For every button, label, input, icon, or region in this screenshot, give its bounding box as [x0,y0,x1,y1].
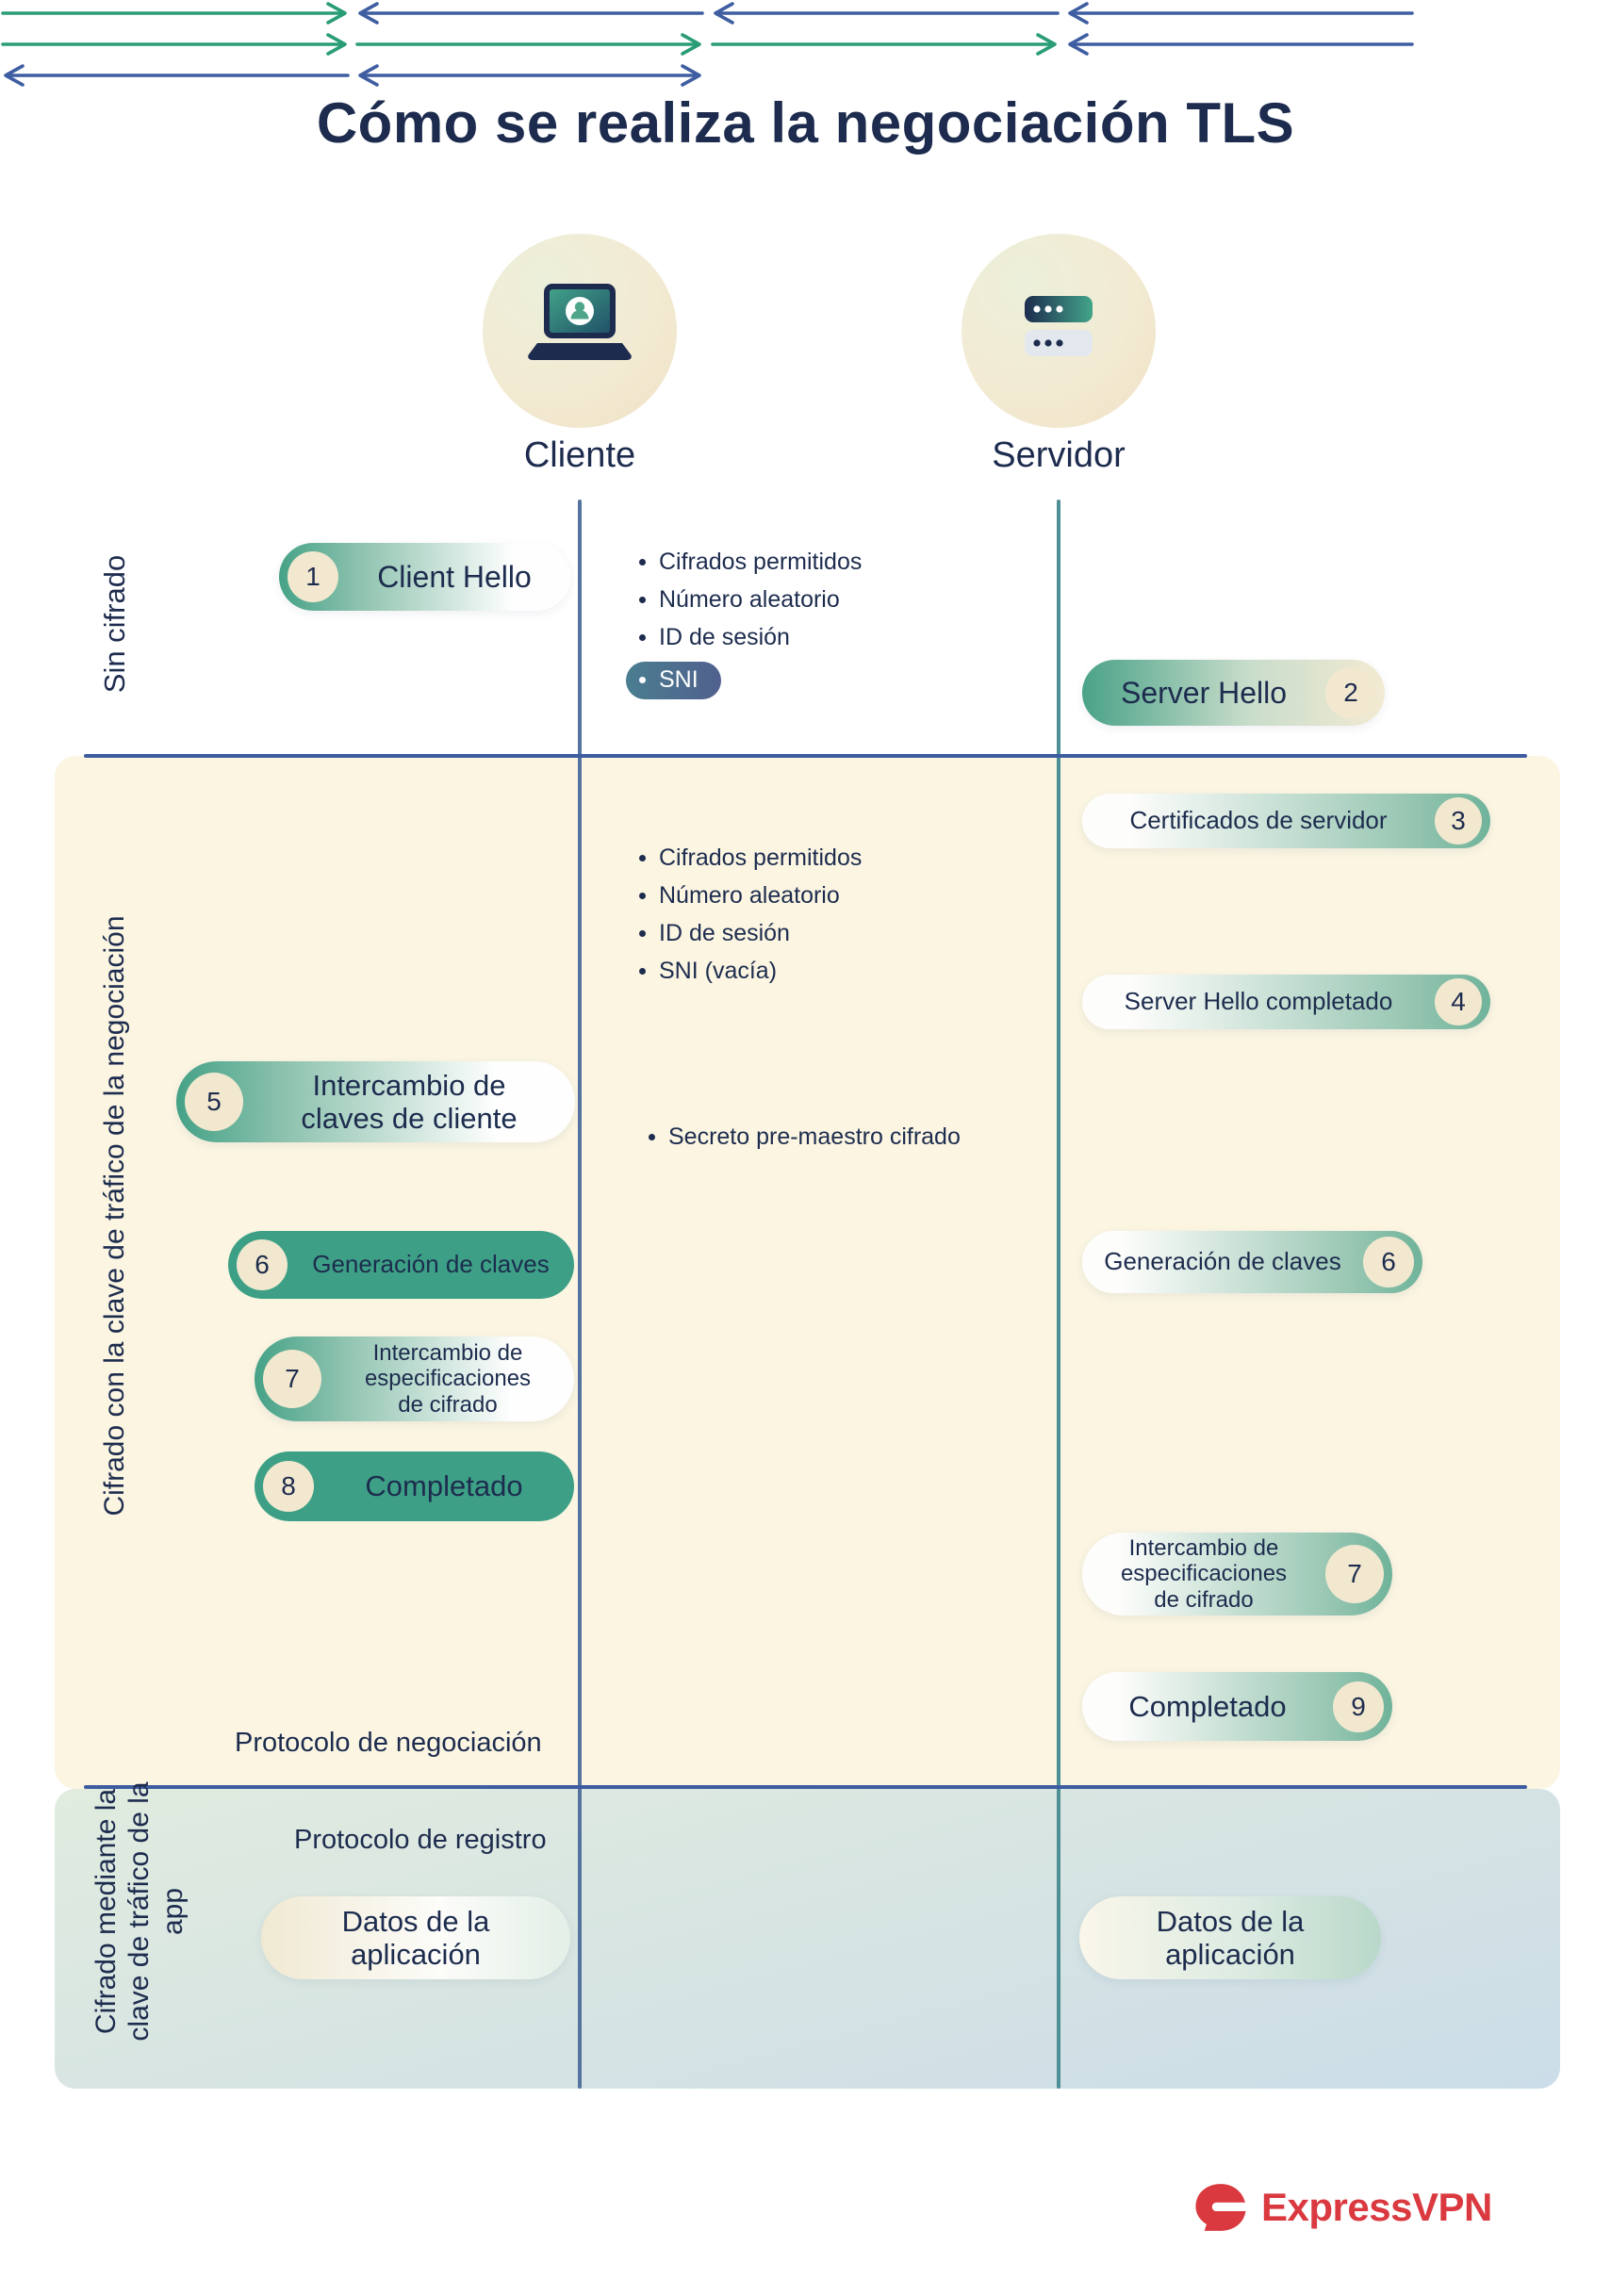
arrow-server-hello [358,2,705,25]
bullet-item: ID de sesión [639,624,862,651]
section-divider-1 [84,754,1527,758]
client-avatar [483,234,677,428]
step-label: Intercambio de especificaciones de cifra… [1120,1534,1288,1613]
bullet-dot [639,930,646,937]
step-label: Completado [1128,1689,1287,1723]
step-number: 6 [1363,1237,1414,1287]
arrow-change-cipher-server [1068,33,1415,56]
bullet-item: Secreto pre-maestro cifrado [649,1123,961,1151]
bullet-item: Número aleatorio [639,586,862,614]
step-server-hello-done: Server Hello completado 4 [1082,975,1490,1029]
step-label: Client Hello [377,559,532,594]
server-avatar [962,234,1156,428]
bullet-dot [639,677,646,683]
step-number: 5 [185,1073,243,1131]
bullet-dot [639,893,646,899]
step-client-key-exchange: 5 Intercambio de claves de cliente [176,1061,575,1142]
step-number: 1 [288,551,338,602]
section-label-no-encryption: Sin cifrado [97,554,131,694]
bullet-item: ID de sesión [639,920,862,947]
step-finished-client: 8 Completado [255,1451,574,1521]
section-label-handshake-key: Cifrado con la clave de tráfico de la ne… [99,915,131,1517]
premaster-bullet: Secreto pre-maestro cifrado [649,1123,961,1151]
step-number: 7 [263,1350,321,1408]
step-number: 3 [1435,797,1482,845]
step-client-hello: 1 Client Hello [279,543,570,611]
expressvpn-logo-icon [1195,2184,1248,2231]
step-label: Certificados de servidor [1129,806,1388,835]
step-number: 8 [263,1461,314,1512]
record-protocol-label: Protocolo de registro [294,1825,547,1855]
app-data-client: Datos de la aplicación [261,1896,570,1979]
section-divider-2 [84,1785,1527,1789]
bullet-dot [649,1134,655,1140]
arrow-server-hello-done [1068,2,1415,25]
arrow-server-certificates [714,2,1060,25]
client-hello-bullets: Cifrados permitidos Número aleatorio ID … [626,549,862,699]
handshake-protocol-label: Protocolo de negociación [235,1728,542,1758]
arrow-client-key-exchange [1,33,347,56]
app-data-server: Datos de la aplicación [1079,1896,1381,1979]
step-number: 9 [1333,1681,1384,1732]
arrow-client-hello [1,2,347,25]
step-label: Datos de la aplicación [1156,1904,1305,1971]
arrow-change-cipher-client [355,33,702,56]
bullet-item: SNI (vacía) [639,958,862,985]
step-number: 2 [1325,667,1376,718]
bullet-dot [639,559,646,566]
laptop-icon [528,284,632,360]
step-number: 7 [1325,1545,1384,1603]
step-cipher-spec-client: 7 Intercambio de especificaciones de cif… [255,1337,574,1421]
arrow-finished-server [4,64,350,87]
step-label: Completado [365,1469,523,1503]
arrow-application-data [358,64,702,87]
server-lifeline [1057,500,1060,2089]
bullet-dot [639,968,646,975]
step-label: Generación de claves [1104,1247,1341,1276]
bullet-dot [639,634,646,641]
server-label: Servidor [992,435,1126,475]
bullet-item: Cifrados permitidos [639,845,862,872]
server-hello-bullets: Cifrados permitidos Número aleatorio ID … [639,845,862,985]
step-label: Server Hello completado [1124,987,1393,1016]
step-number: 6 [237,1239,288,1290]
step-label: Server Hello [1120,675,1288,710]
bullet-dot [639,597,646,603]
arrow-finished-client [711,33,1057,56]
step-key-generation-client: 6 Generación de claves [228,1231,574,1299]
server-icon [1025,296,1093,356]
step-number: 4 [1435,978,1482,1025]
sni-tag: SNI [626,662,721,699]
step-label: Intercambio de especificaciones de cifra… [364,1339,532,1418]
step-label: Generación de claves [312,1250,550,1279]
step-label: Intercambio de claves de cliente [301,1068,518,1135]
step-key-generation-server: Generación de claves 6 [1082,1231,1422,1293]
step-cipher-spec-server: Intercambio de especificaciones de cifra… [1082,1533,1392,1615]
bullet-dot [639,855,646,861]
section-label-app-key: Cifrado mediante la clave de tráfico de … [90,1781,189,2042]
step-server-hello: Server Hello 2 [1082,660,1385,726]
step-server-certificates: Certificados de servidor 3 [1082,794,1490,848]
brand-name: ExpressVPN [1261,2185,1492,2229]
client-label: Cliente [523,435,636,475]
bullet-item: Número aleatorio [639,882,862,910]
page-title: Cómo se realiza la negociación TLS [316,91,1295,155]
brand-lockup: ExpressVPN [1193,2183,1492,2232]
step-finished-server: Completado 9 [1082,1672,1392,1741]
step-label: Datos de la aplicación [341,1904,490,1971]
bullet-item: Cifrados permitidos [639,549,862,576]
client-lifeline [578,500,582,2089]
